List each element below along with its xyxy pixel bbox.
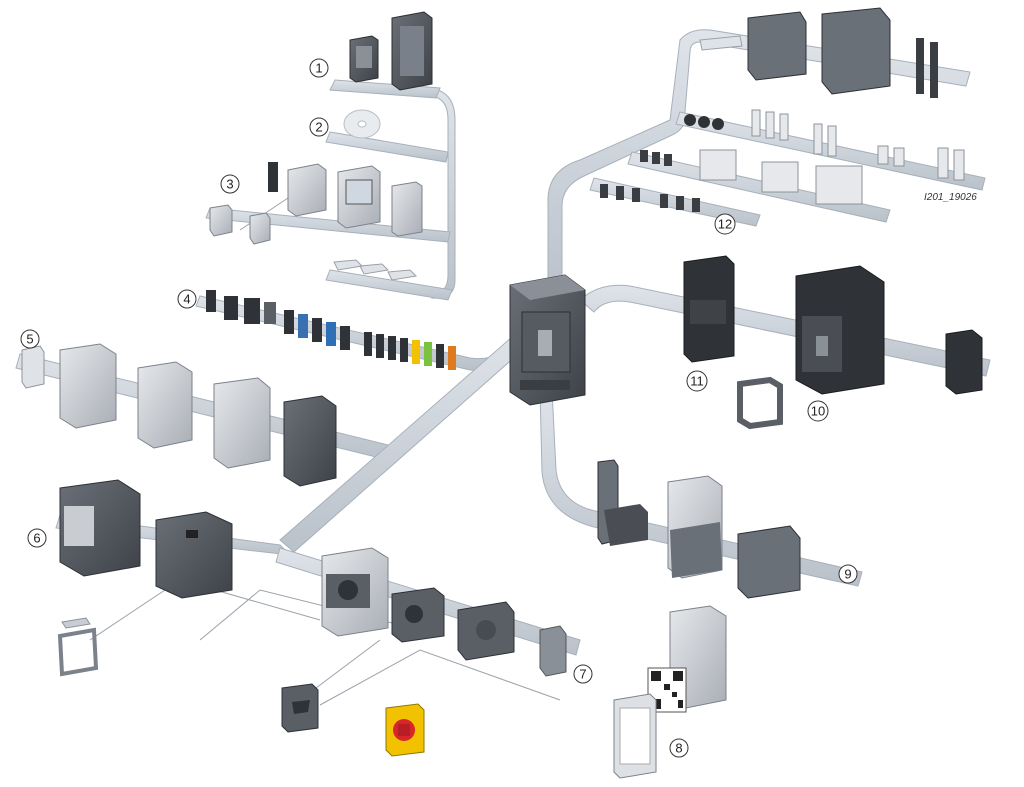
- callout-4-label: 4: [183, 292, 190, 307]
- item-8-app-qr: [613, 605, 727, 779]
- item-2-software-disc: [343, 109, 381, 139]
- callout-7-label: 7: [579, 667, 586, 682]
- callout-6-label: 6: [33, 531, 40, 546]
- callout-2-label: 2: [315, 120, 322, 135]
- rail-right: [579, 284, 991, 377]
- central-circuit-breaker: [509, 274, 586, 406]
- callout-8-label: 8: [675, 741, 682, 756]
- callout-3: 3: [220, 174, 240, 194]
- callout-9: 9: [838, 564, 858, 584]
- item-11-plug-in-base: [683, 255, 735, 363]
- callout-4: 4: [177, 289, 197, 309]
- callout-12-label: 12: [718, 217, 732, 232]
- item-5-plug-in-units: [21, 343, 337, 487]
- callout-1: 1: [309, 58, 329, 78]
- callout-2: 2: [309, 117, 329, 137]
- rail-shelf-2: [325, 131, 449, 163]
- callout-10-label: 10: [811, 404, 825, 419]
- callout-10: 10: [807, 400, 829, 422]
- callout-6: 6: [27, 528, 47, 548]
- item-3-measuring-modules: [209, 162, 423, 281]
- callout-12: 12: [714, 213, 736, 235]
- callout-5: 5: [20, 329, 40, 349]
- reference-code: I201_19026: [924, 192, 977, 203]
- callouts: 1 2 3 4 5 6 7 8: [20, 58, 858, 758]
- callout-3-label: 3: [226, 177, 233, 192]
- callout-11: 11: [686, 370, 708, 392]
- callout-7: 7: [573, 664, 593, 684]
- item-6-motor-operators: [57, 479, 233, 677]
- item-4-auxiliary-switches: [206, 290, 456, 370]
- item-12-terminals: [600, 7, 965, 212]
- rail-shelf-4: [325, 269, 453, 301]
- item-7-rotary-operators: [281, 547, 567, 757]
- callout-9-label: 9: [844, 567, 851, 582]
- item-1-handheld-devices: [349, 11, 433, 91]
- callout-8: 8: [669, 738, 689, 758]
- item-10-withdrawable: [737, 265, 983, 430]
- callout-11-label: 11: [690, 374, 704, 389]
- rail-up: [547, 29, 971, 301]
- callout-1-label: 1: [315, 61, 322, 76]
- rail-shelf-vertical: [427, 87, 456, 299]
- item-9-rcd-modules: [597, 459, 801, 599]
- callout-5-label: 5: [26, 332, 33, 347]
